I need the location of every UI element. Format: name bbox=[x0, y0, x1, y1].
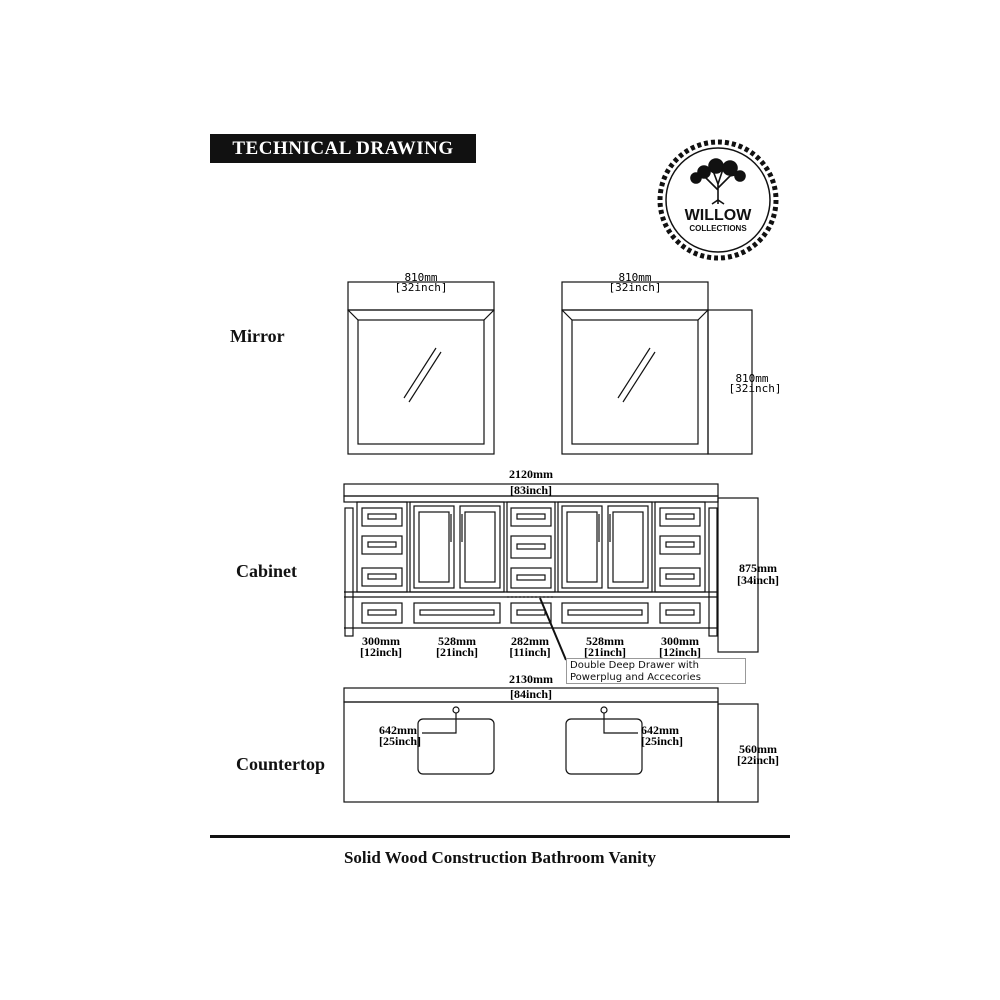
mirror-right-width-mm: 810mm bbox=[618, 271, 651, 284]
countertop-width-mm: 2130mm bbox=[509, 672, 553, 686]
countertop-label: Countertop bbox=[236, 754, 325, 774]
mirror-right-width-in: [32inch] bbox=[609, 281, 662, 294]
left-sink-in: [25inch] bbox=[379, 734, 421, 748]
mirror-height-mm: 810mm bbox=[735, 372, 768, 385]
mirror-left-width-in: [32inch] bbox=[395, 281, 448, 294]
section-3-in: [11inch] bbox=[509, 645, 550, 659]
cabinet-label: Cabinet bbox=[236, 561, 298, 581]
countertop-depth-mm: 560mm bbox=[739, 742, 777, 756]
header-title: TECHNICAL DRAWING bbox=[210, 134, 476, 163]
countertop-drawing bbox=[343, 687, 759, 803]
divider bbox=[210, 835, 790, 838]
section-4-in: [21inch] bbox=[584, 645, 626, 659]
logo-subtitle: COLLECTIONS bbox=[689, 224, 747, 233]
section-1-mm: 300mm bbox=[362, 634, 400, 648]
section-2-mm: 528mm bbox=[438, 634, 476, 648]
section-1-in: [12inch] bbox=[360, 645, 402, 659]
countertop-width-in: [84inch] bbox=[510, 687, 552, 701]
cabinet-width-in: [83inch] bbox=[510, 483, 552, 497]
drawer-callout: Double Deep Drawer with Powerplug and Ac… bbox=[566, 658, 746, 684]
caption: Solid Wood Construction Bathroom Vanity bbox=[343, 848, 657, 867]
cabinet-drawing bbox=[343, 483, 759, 661]
mirror-left-width-mm: 810mm bbox=[404, 271, 437, 284]
cabinet-height-mm: 875mm bbox=[739, 561, 777, 575]
logo-wordmark: WILLOW bbox=[685, 207, 753, 224]
mirror-label: Mirror bbox=[230, 326, 285, 346]
tree-icon bbox=[690, 158, 746, 205]
right-sink-in: [25inch] bbox=[641, 734, 683, 748]
cabinet-width-mm: 2120mm bbox=[509, 467, 553, 481]
willow-collections-logo: WILLOW COLLECTIONS bbox=[657, 139, 779, 261]
section-5-mm: 300mm bbox=[661, 634, 699, 648]
mirror-height-in: [32inch] bbox=[729, 382, 782, 395]
section-5-in: [12inch] bbox=[659, 645, 701, 659]
section-2-in: [21inch] bbox=[436, 645, 478, 659]
right-sink-mm: 642mm bbox=[641, 723, 679, 737]
section-4-mm: 528mm bbox=[586, 634, 624, 648]
left-sink-mm: 642mm bbox=[379, 723, 417, 737]
mirror-right bbox=[561, 281, 753, 455]
countertop-depth-in: [22inch] bbox=[737, 753, 779, 767]
cabinet-height-in: [34inch] bbox=[737, 573, 779, 587]
mirror-left bbox=[347, 281, 495, 455]
section-3-mm: 282mm bbox=[511, 634, 549, 648]
